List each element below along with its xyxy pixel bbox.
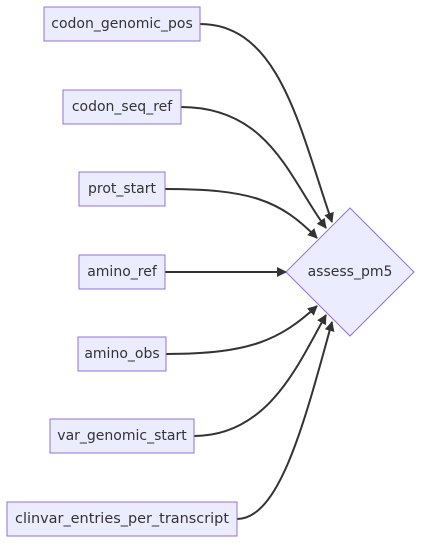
node-assess-pm5: assess_pm5 (285, 207, 415, 337)
node-label-clinvar-entries-per-transcript: clinvar_entries_per_transcript (15, 511, 230, 527)
node-label-assess-pm5: assess_pm5 (308, 264, 393, 280)
edge-codon-seq-ref-to-assess-pm5 (180, 106, 327, 229)
node-clinvar-entries-per-transcript: clinvar_entries_per_transcript (6, 501, 238, 537)
edge-codon-genomic-pos-to-assess-pm5 (199, 23, 334, 223)
edge-clinvar-entries-to-assess-pm5 (236, 321, 335, 520)
node-var-genomic-start: var_genomic_start (49, 418, 195, 454)
node-label-amino-obs: amino_obs (84, 346, 159, 362)
node-label-amino-ref: amino_ref (87, 264, 158, 280)
node-label-var-genomic-start: var_genomic_start (57, 428, 187, 444)
node-codon-genomic-pos: codon_genomic_pos (43, 6, 201, 42)
edge-var-genomic-start-to-assess-pm5 (193, 314, 327, 437)
node-codon-seq-ref: codon_seq_ref (62, 89, 182, 125)
node-label-codon-seq-ref: codon_seq_ref (72, 99, 173, 115)
node-label-codon-genomic-pos: codon_genomic_pos (51, 16, 193, 32)
node-amino-obs: amino_obs (77, 336, 167, 372)
node-label-prot-start: prot_start (88, 181, 157, 197)
edges (164, 23, 335, 520)
node-prot-start: prot_start (78, 171, 166, 207)
edge-prot-start-to-assess-pm5 (164, 188, 318, 239)
edge-amino-obs-to-assess-pm5 (165, 305, 318, 355)
node-amino-ref: amino_ref (78, 254, 166, 290)
